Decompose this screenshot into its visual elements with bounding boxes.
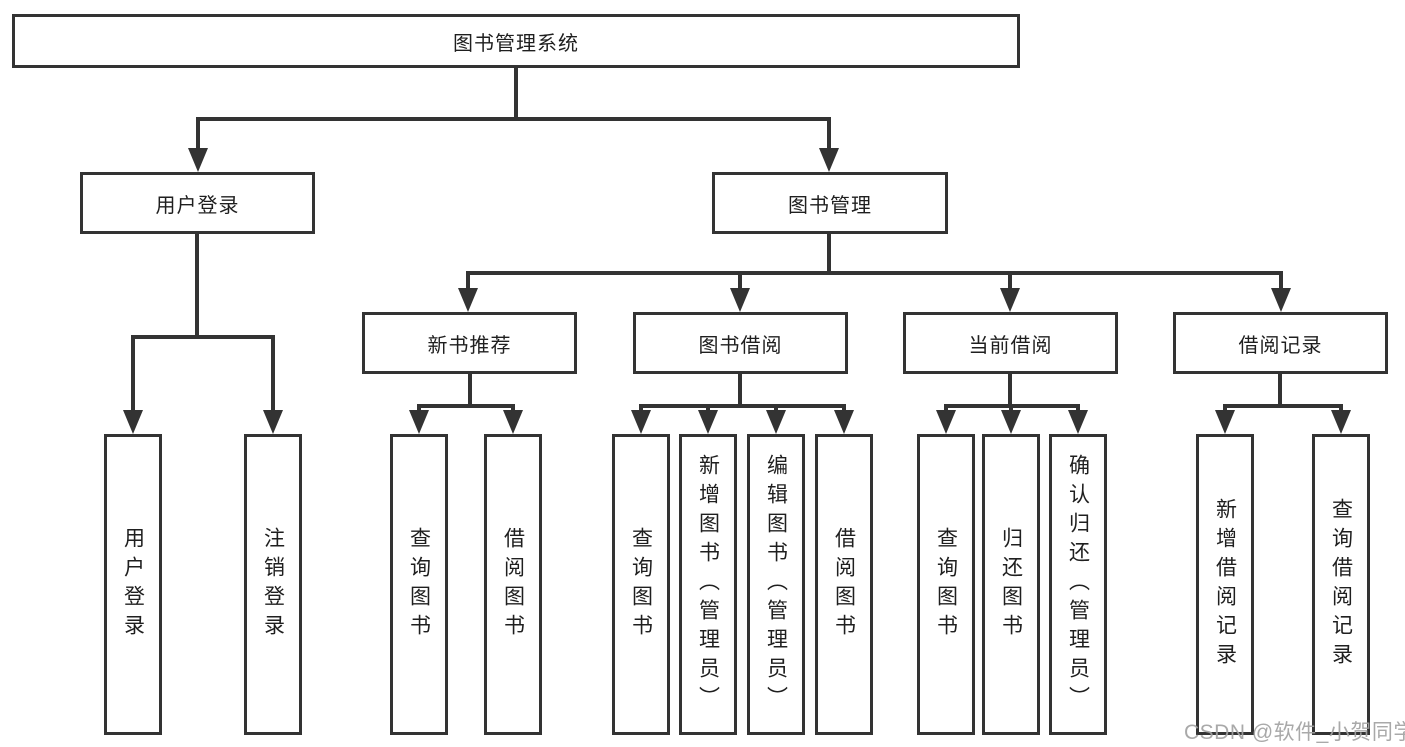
leaf-borrow-books-recommend: 借阅图书 [484,434,542,735]
arrowhead-leaf [1331,410,1351,434]
connector-records-hbar [1223,404,1343,408]
connector-root-hbar [196,117,831,121]
leaf-label: 借阅图书 [501,526,525,643]
leaf-user-login: 用户登录 [104,434,162,735]
node-label: 用户登录 [155,194,240,217]
arrowhead-leaf-login [123,410,143,434]
leaf-label: 查询图书 [407,526,431,643]
leaf-confirm-return-admin: 确认归还（管理员） [1049,434,1107,735]
arrowhead-leaf [936,410,956,434]
leaf-label: 新增借阅记录 [1213,497,1237,672]
arrowhead-book-management [819,148,839,172]
leaf-label: 注销登录 [261,526,285,643]
leaf-label: 编辑图书（管理员） [764,454,788,715]
connector-drop-book-management [827,117,831,157]
csdn-watermark: CSDN @软件_小贺同学 [1184,721,1405,744]
connector-borrowing-hbar [639,404,846,408]
leaf-return-books: 归还图书 [982,434,1040,735]
leaf-query-books-recommend: 查询图书 [390,434,448,735]
leaf-label: 确认归还（管理员） [1066,454,1090,715]
arrowhead-leaf [698,410,718,434]
connector-drop-records [1279,271,1283,296]
leaf-label: 用户登录 [121,526,145,643]
leaf-label: 归还图书 [999,526,1023,643]
connector-drop [706,404,710,414]
arrowhead-leaf-logout [263,410,283,434]
arrowhead-leaf [834,410,854,434]
connector-drop [511,404,515,414]
arrowhead-records [1271,288,1291,312]
node-label: 图书管理系统 [453,32,579,55]
leaf-label: 查询图书 [934,526,958,643]
connector-drop [1223,404,1227,414]
leaf-logout: 注销登录 [244,434,302,735]
leaf-borrow-books-borrowing: 借阅图书 [815,434,873,735]
connector-login-hbar [131,335,275,339]
arrowhead-leaf [503,410,523,434]
leaf-query-books-borrowing: 查询图书 [612,434,670,735]
leaf-add-borrow-record: 新增借阅记录 [1196,434,1254,735]
connector-drop-recommend [466,271,470,296]
connector-drop [842,404,846,414]
node-label: 借阅记录 [1238,334,1323,357]
connector-mgmt-stem [827,234,831,275]
arrowhead-leaf [766,410,786,434]
connector-drop-current [1008,271,1012,296]
arrowhead-borrowing [730,288,750,312]
connector-login-stem [195,234,199,339]
connector-mgmt-hbar [466,271,1283,275]
connector-drop [774,404,778,414]
arrowhead-current [1000,288,1020,312]
connector-borrowing-stem [738,374,742,408]
node-current-borrowing: 当前借阅 [903,312,1118,374]
node-user-login: 用户登录 [80,172,315,234]
connector-recommend-stem [468,374,472,408]
arrowhead-leaf [631,410,651,434]
connector-drop-leaf-login [131,335,135,415]
node-book-borrowing: 图书借阅 [633,312,848,374]
node-borrowing-records: 借阅记录 [1173,312,1388,374]
arrowhead-leaf [409,410,429,434]
connector-drop-user-login [196,117,200,157]
leaf-label: 新增图书（管理员） [696,454,720,715]
arrowhead-leaf [1001,410,1021,434]
node-label: 图书管理 [788,194,872,217]
connector-drop [1076,404,1080,414]
arrowhead-recommend [458,288,478,312]
leaf-label: 借阅图书 [832,526,856,643]
arrowhead-user-login [188,148,208,172]
connector-drop [417,404,421,414]
connector-drop-borrowing [738,271,742,296]
arrowhead-leaf [1215,410,1235,434]
arrowhead-leaf [1068,410,1088,434]
connector-drop [639,404,643,414]
connector-current-stem [1008,374,1012,408]
connector-drop [944,404,948,414]
node-book-management: 图书管理 [712,172,948,234]
connector-drop [1009,404,1013,414]
connector-drop [1339,404,1343,414]
connector-drop-leaf-logout [271,335,275,415]
node-root: 图书管理系统 [12,14,1020,68]
connector-recommend-hbar [417,404,515,408]
leaf-label: 查询图书 [629,526,653,643]
node-label: 图书借阅 [698,334,783,357]
node-label: 当前借阅 [968,334,1053,357]
node-new-book-recommendation: 新书推荐 [362,312,577,374]
leaf-query-books-current: 查询图书 [917,434,975,735]
leaf-add-book-admin: 新增图书（管理员） [679,434,737,735]
connector-records-stem [1278,374,1282,408]
leaf-query-borrow-record: 查询借阅记录 [1312,434,1370,735]
leaf-edit-book-admin: 编辑图书（管理员） [747,434,805,735]
leaf-label: 查询借阅记录 [1329,497,1353,672]
connector-root-stem [514,66,518,121]
node-label: 新书推荐 [427,334,512,357]
